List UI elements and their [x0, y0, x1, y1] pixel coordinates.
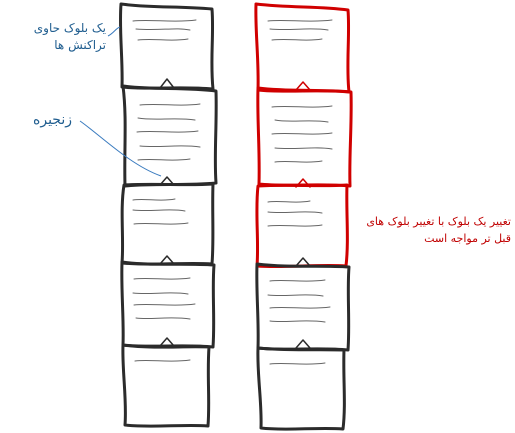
chain-link [295, 339, 311, 349]
chain-link [159, 78, 175, 89]
chain-link [159, 255, 175, 265]
block [121, 343, 211, 428]
block-highlighted [256, 86, 353, 188]
original-chain [118, 2, 218, 428]
chain-link [159, 176, 175, 186]
block [121, 84, 218, 188]
block-label: یک بلوک حاوی تراکنش ها [0, 20, 106, 54]
chain-label: زنجیره [14, 111, 72, 129]
chain-label-pointer [79, 120, 162, 177]
block [120, 182, 215, 266]
block [120, 260, 216, 349]
block [118, 2, 215, 91]
change-label-line2: قبل تر مواجه است [424, 232, 511, 245]
block-highlighted [255, 183, 349, 269]
chain-link [295, 81, 311, 91]
chain-label-text: زنجیره [33, 112, 72, 128]
block-label-pointer [107, 26, 121, 37]
change-label-line1: تغییر یک بلوک با تغییر بلوک های [366, 215, 511, 228]
block-label-line2: تراکنش ها [54, 38, 106, 52]
block [255, 262, 351, 352]
tampered-chain [254, 2, 353, 431]
change-label: تغییر یک بلوک با تغییر بلوک های قبل تر م… [348, 213, 511, 247]
chain-link [295, 257, 311, 267]
block-label-line1: یک بلوک حاوی [33, 21, 106, 35]
block [256, 346, 346, 431]
chain-link [159, 337, 175, 347]
block-highlighted [254, 2, 351, 94]
